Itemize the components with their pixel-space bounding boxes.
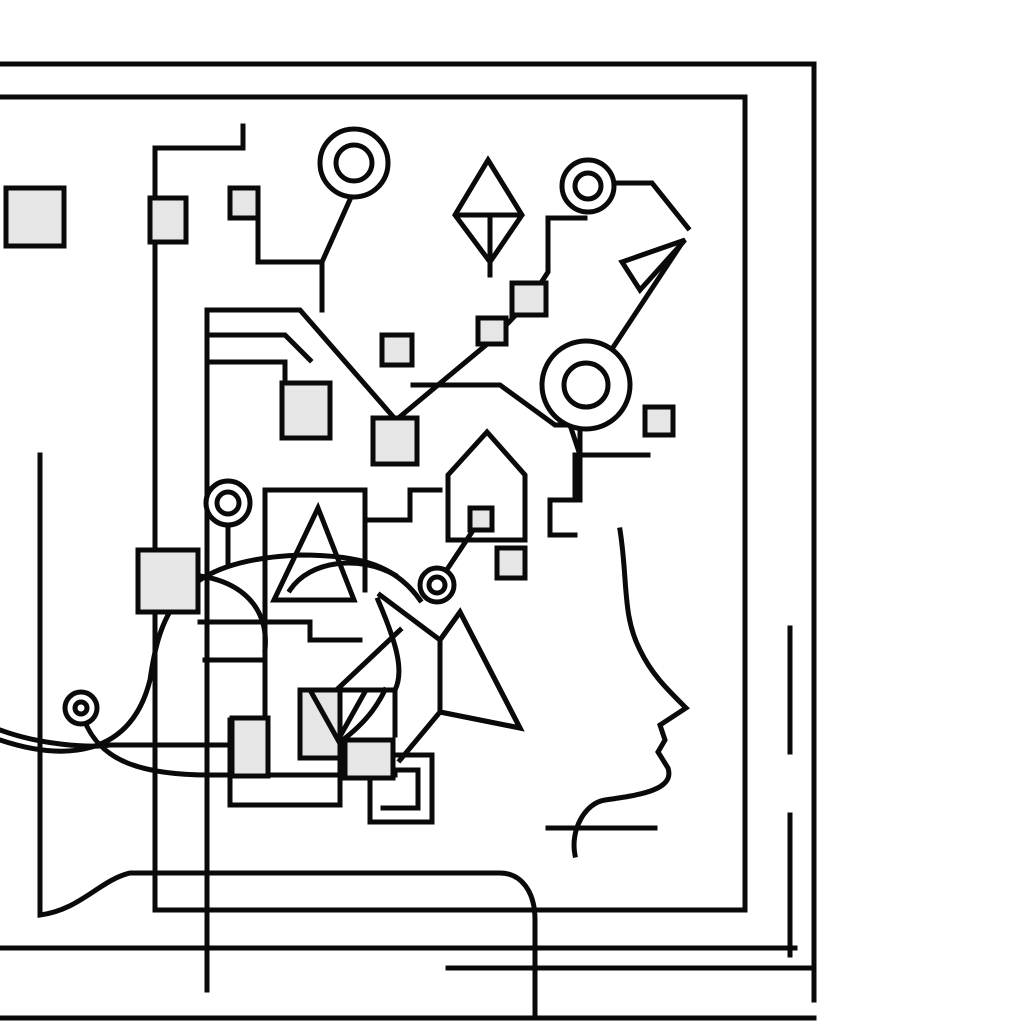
line-ring4-down <box>547 427 583 538</box>
outer-frame <box>0 61 817 1003</box>
line-tri-right-arm <box>604 239 686 359</box>
line-small-sq-down <box>255 215 325 265</box>
line-lower-arc <box>336 686 389 746</box>
line-lower-nested-2 <box>380 767 421 811</box>
ring-node-inner <box>214 489 242 517</box>
line-ring3-right <box>609 180 692 232</box>
triangle-lower <box>305 687 371 746</box>
square-node <box>475 315 509 347</box>
head-profile-outline <box>571 527 690 858</box>
ring-node-inner <box>333 142 375 184</box>
square-node <box>494 545 528 581</box>
square-node <box>642 404 676 438</box>
square-node <box>229 715 271 779</box>
ring-node-inner <box>426 574 448 596</box>
line-top-bracket <box>152 123 246 151</box>
square-node <box>227 185 261 221</box>
line-left-box <box>204 307 400 424</box>
square-node <box>342 737 396 781</box>
square-node <box>370 415 420 467</box>
line-curve-2 <box>81 718 398 778</box>
line-diag-to-sq <box>392 336 496 424</box>
ring-node-inner <box>561 360 611 410</box>
line-pointer-b <box>374 596 402 694</box>
square-node <box>297 687 343 761</box>
house-shape <box>445 428 528 543</box>
line-ring1-stem <box>319 191 356 313</box>
line-lower-nested <box>367 752 435 825</box>
line-mid-arc <box>286 560 399 594</box>
square-node <box>3 185 67 249</box>
head-profile <box>545 527 690 858</box>
square-node <box>279 380 333 441</box>
arrow-triangle <box>618 237 687 295</box>
circuit-lines <box>0 123 692 1018</box>
line-curve-4 <box>0 727 233 749</box>
line-cross-a <box>197 619 363 643</box>
triangle-center <box>270 501 358 603</box>
triangle-pointer <box>437 607 525 732</box>
ring-nodes <box>62 126 633 727</box>
line-mid-box-top <box>262 487 443 523</box>
square-node <box>379 332 415 368</box>
square-node <box>509 280 549 318</box>
ring-node-inner <box>572 170 604 202</box>
triangles <box>270 155 687 746</box>
square-node <box>135 547 201 615</box>
square-node <box>147 195 189 245</box>
line-left-inner <box>204 359 288 388</box>
line-curve-1 <box>0 552 424 754</box>
line-left-box-2 <box>204 332 314 364</box>
line-bottom-curve <box>37 452 538 1018</box>
square-nodes <box>3 185 676 781</box>
square-node <box>467 505 495 533</box>
ring-node-inner <box>72 699 90 717</box>
kite-shape <box>451 155 525 267</box>
